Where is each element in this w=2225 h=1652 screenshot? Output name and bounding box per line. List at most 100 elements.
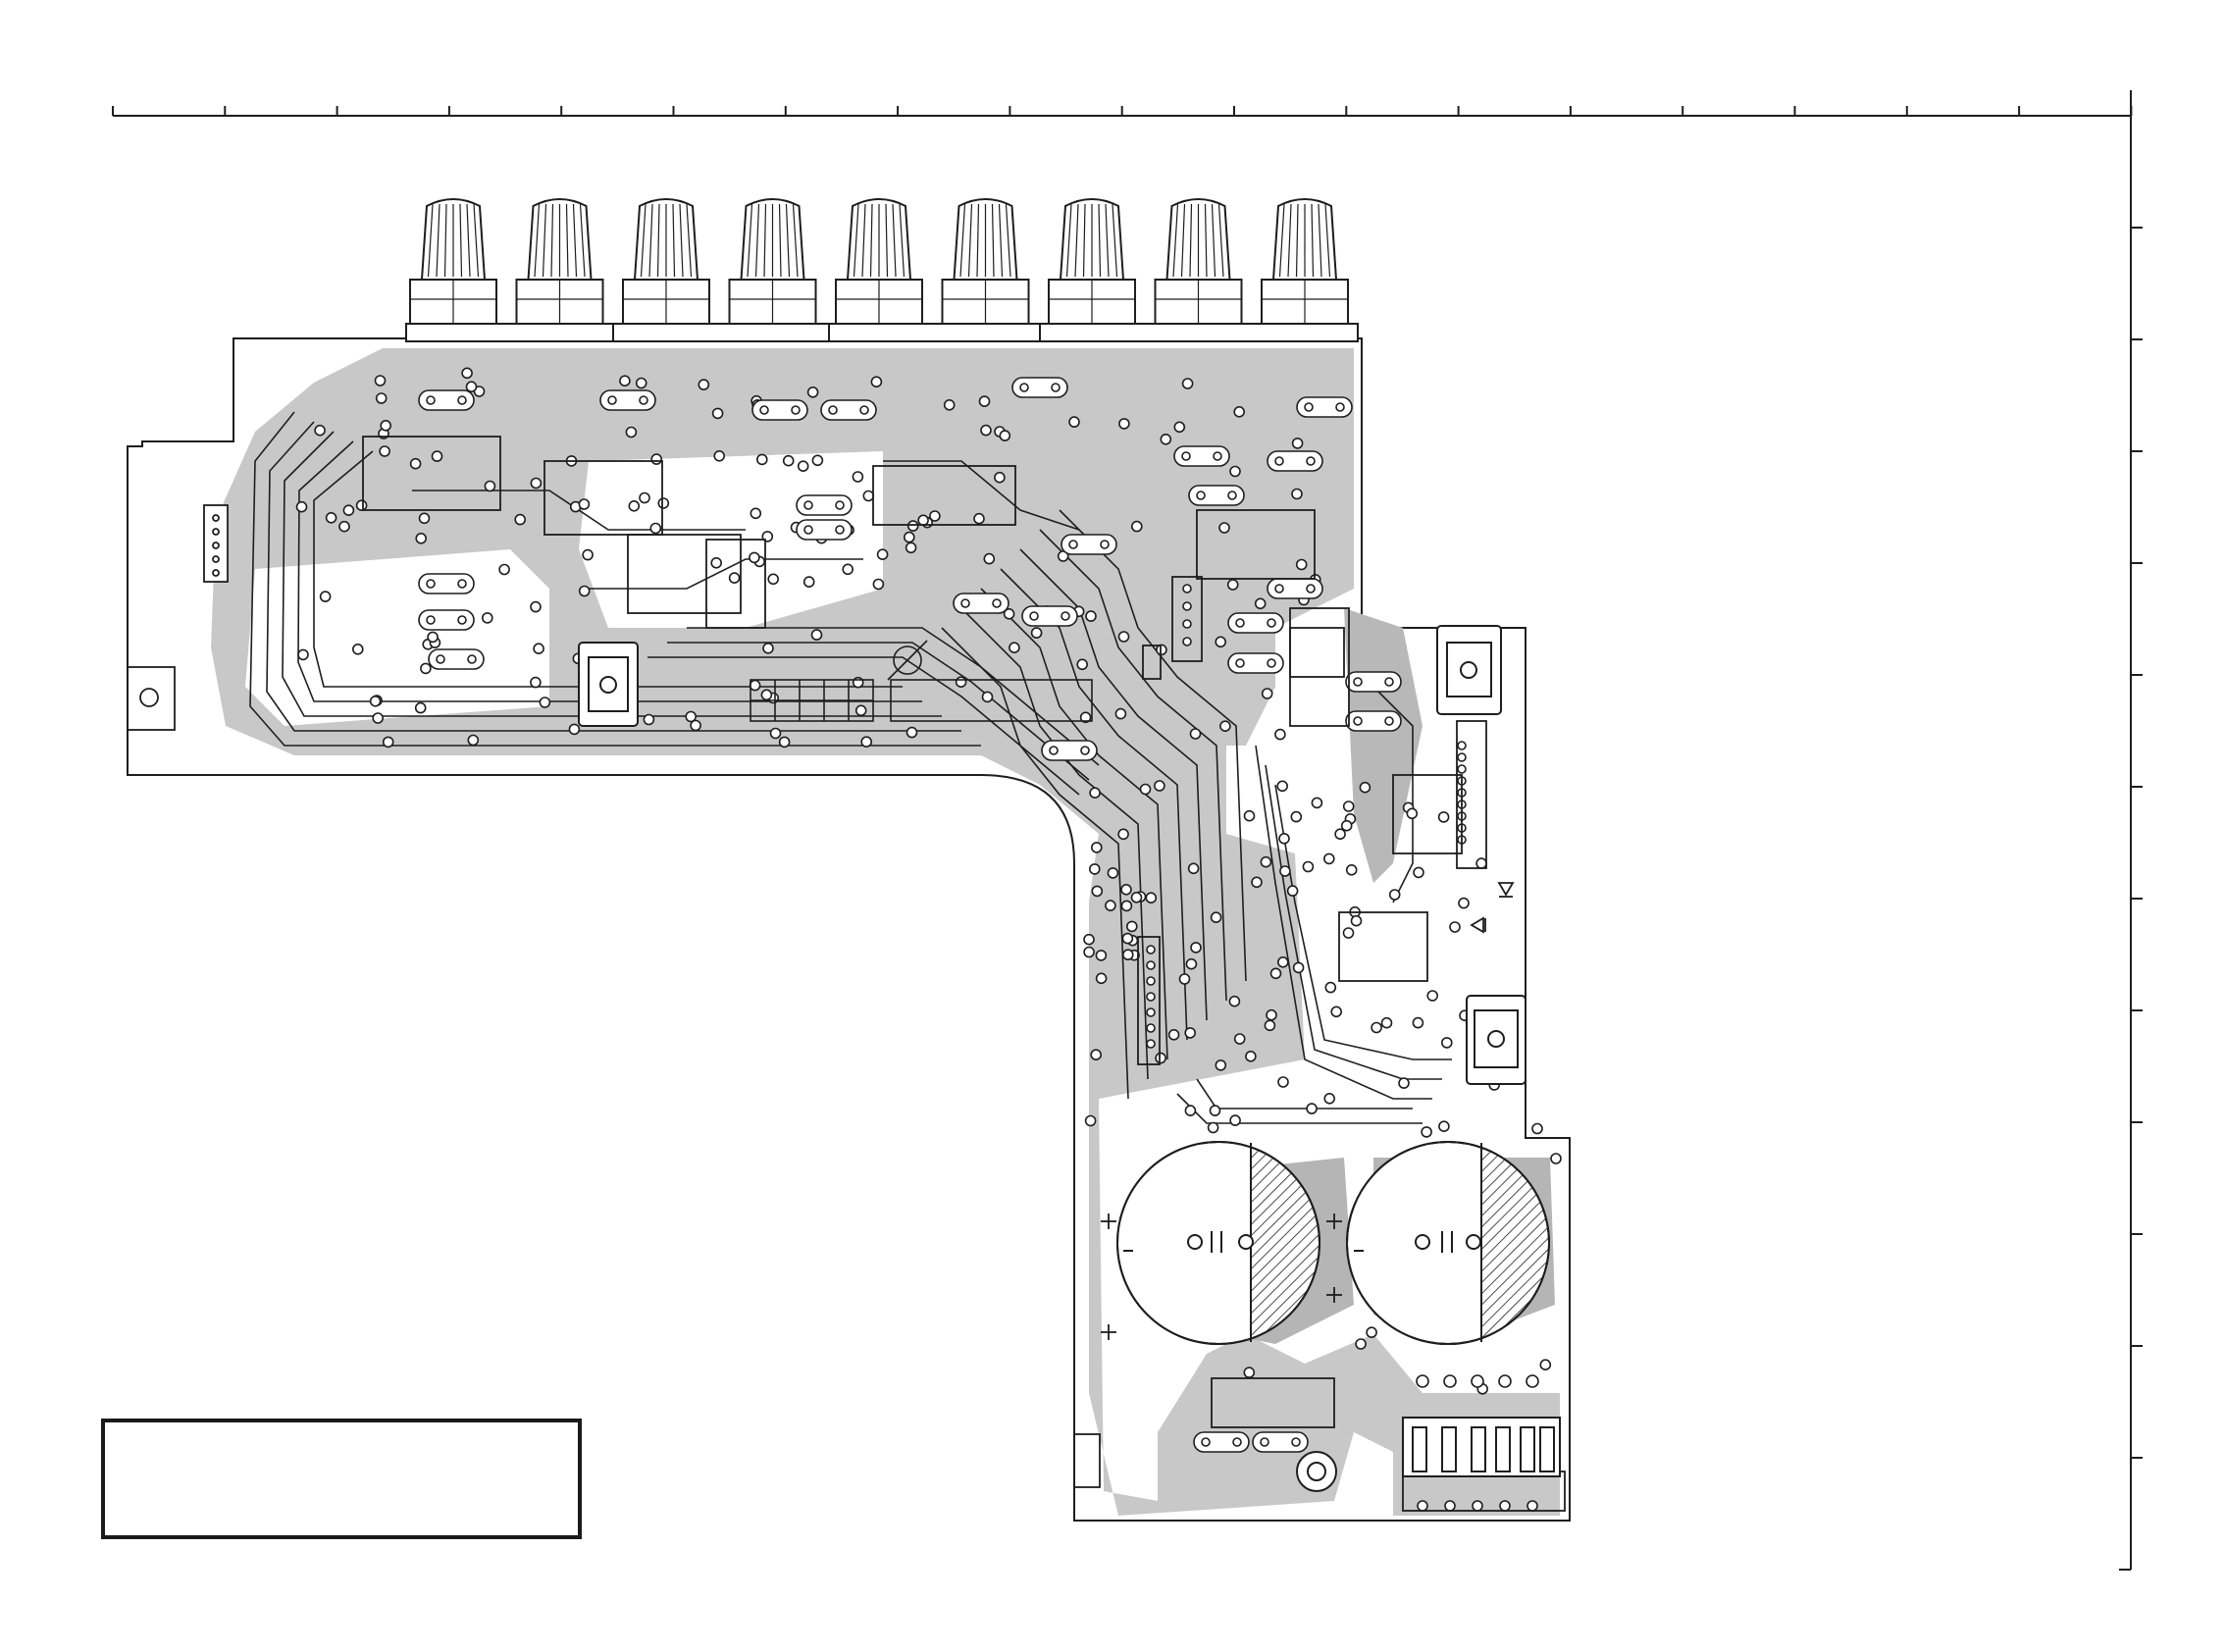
pad bbox=[918, 515, 928, 525]
pad bbox=[580, 587, 590, 596]
pad bbox=[780, 737, 790, 747]
pad bbox=[730, 573, 740, 583]
pad bbox=[1156, 1054, 1165, 1063]
pad bbox=[1458, 753, 1466, 761]
resistor-lead bbox=[1354, 678, 1362, 686]
pad bbox=[1292, 490, 1302, 499]
knob bbox=[517, 199, 603, 324]
pad bbox=[1526, 1375, 1538, 1387]
pad bbox=[1123, 950, 1133, 959]
resistor-lead bbox=[468, 655, 476, 663]
resistor-lead bbox=[1236, 659, 1244, 667]
resistor-lead bbox=[836, 526, 844, 534]
pad bbox=[411, 459, 421, 469]
pad bbox=[908, 521, 918, 531]
pad bbox=[1414, 867, 1423, 877]
pad bbox=[357, 500, 367, 510]
pad bbox=[650, 524, 660, 534]
pad bbox=[651, 454, 661, 464]
pad bbox=[373, 713, 383, 723]
pad bbox=[1096, 951, 1106, 960]
pad bbox=[626, 428, 636, 438]
pad bbox=[1092, 886, 1102, 896]
resistor-lead bbox=[1275, 457, 1283, 465]
pad bbox=[658, 498, 668, 508]
pad bbox=[930, 511, 940, 521]
pad bbox=[1245, 811, 1255, 821]
pad bbox=[871, 377, 881, 387]
pad bbox=[1382, 1018, 1392, 1028]
pad bbox=[713, 408, 723, 418]
switch-3[interactable] bbox=[1467, 996, 1526, 1084]
pad bbox=[750, 681, 760, 691]
resistor-lead bbox=[1197, 491, 1205, 499]
switch-2[interactable] bbox=[1437, 626, 1501, 714]
pad bbox=[297, 502, 307, 512]
pad bbox=[515, 515, 525, 525]
pad bbox=[907, 728, 917, 738]
pad bbox=[462, 368, 472, 378]
pad bbox=[380, 446, 389, 456]
pad bbox=[856, 705, 866, 715]
pad bbox=[1212, 912, 1221, 922]
legend-box-text bbox=[105, 1422, 578, 1438]
pad bbox=[327, 513, 336, 523]
pad bbox=[812, 455, 822, 465]
pad bbox=[1174, 422, 1184, 432]
switch-1[interactable] bbox=[579, 643, 638, 726]
pad bbox=[1147, 961, 1155, 969]
pad bbox=[637, 379, 647, 388]
pad bbox=[1084, 935, 1094, 945]
pad bbox=[1527, 1501, 1537, 1511]
pad bbox=[1444, 1375, 1456, 1387]
pad bbox=[1293, 439, 1303, 448]
pad bbox=[1090, 788, 1100, 798]
pad bbox=[1263, 689, 1272, 698]
pad bbox=[1360, 783, 1370, 793]
pad bbox=[416, 703, 426, 713]
pad bbox=[768, 574, 778, 584]
front-panel-strip bbox=[406, 324, 1358, 341]
pad bbox=[1267, 1010, 1276, 1020]
pad bbox=[1230, 467, 1240, 477]
pad bbox=[531, 678, 541, 688]
pad bbox=[1427, 991, 1437, 1001]
pad bbox=[763, 644, 773, 653]
pad bbox=[686, 712, 696, 722]
resistor-lead bbox=[1275, 585, 1283, 593]
pad bbox=[1418, 1501, 1427, 1511]
pad bbox=[428, 632, 438, 642]
pad bbox=[1115, 709, 1125, 719]
pad bbox=[1442, 1038, 1452, 1048]
pad bbox=[1472, 1375, 1483, 1387]
resistor-lead bbox=[1336, 403, 1344, 411]
pad bbox=[1459, 899, 1469, 908]
pad bbox=[1209, 1123, 1218, 1133]
pad bbox=[1191, 943, 1201, 953]
pad bbox=[1335, 829, 1345, 839]
pad bbox=[579, 499, 589, 509]
pad bbox=[1235, 1034, 1245, 1044]
pad bbox=[981, 426, 991, 436]
pad bbox=[1367, 1327, 1376, 1337]
resistor-lead bbox=[804, 526, 812, 534]
pad bbox=[1261, 857, 1270, 867]
pad bbox=[861, 737, 871, 747]
pad bbox=[1147, 977, 1155, 985]
knob bbox=[410, 199, 496, 324]
resistor-lead bbox=[1385, 717, 1393, 725]
pad bbox=[1312, 798, 1321, 807]
pad bbox=[1106, 901, 1115, 910]
legend-box bbox=[101, 1419, 582, 1539]
pad bbox=[420, 513, 430, 523]
resistor-lead bbox=[437, 655, 444, 663]
pad bbox=[995, 473, 1005, 483]
pad bbox=[808, 387, 818, 397]
resistor-lead bbox=[792, 406, 800, 414]
resistor-lead bbox=[1030, 612, 1038, 620]
pad bbox=[906, 542, 916, 552]
pad bbox=[1147, 1008, 1155, 1016]
resistor-lead bbox=[1101, 541, 1109, 548]
resistor-lead bbox=[961, 599, 969, 607]
resistor-lead bbox=[1307, 457, 1315, 465]
